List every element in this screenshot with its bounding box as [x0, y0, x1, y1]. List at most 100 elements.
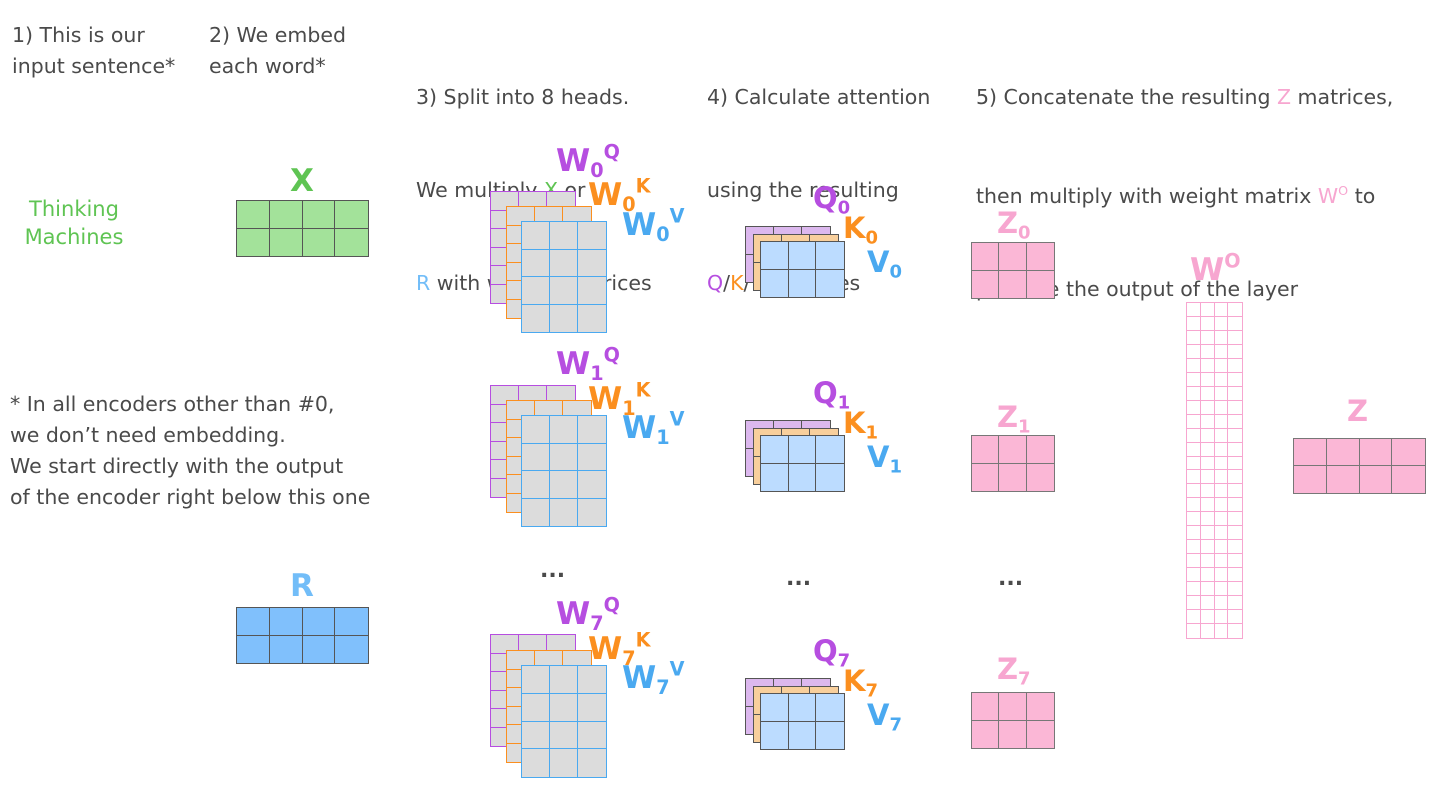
matrix-cell [237, 201, 270, 229]
matrix-cell [1200, 582, 1215, 597]
z-head-7-label: Z7 [997, 652, 1031, 690]
q-head-1-label: Q1 [813, 376, 851, 414]
matrix-cell [1214, 610, 1229, 625]
matrix-cell [578, 722, 606, 750]
k-head-0-label: K0 [843, 211, 878, 249]
matrix-cell [1214, 414, 1229, 429]
matrix-cell [1200, 512, 1215, 527]
matrix-cell [972, 693, 1000, 721]
matrix-cell [578, 666, 606, 694]
matrix-cell [550, 443, 578, 471]
matrix-cell [1200, 428, 1215, 443]
matrix-cell [1228, 582, 1242, 597]
matrix-cell [1200, 330, 1215, 345]
matrix-cell [1200, 484, 1215, 499]
matrix-cell [1201, 624, 1215, 638]
matrix-cell [1228, 554, 1242, 569]
r-label: R [290, 568, 314, 604]
matrix-cell [1187, 470, 1201, 485]
matrix-cell [522, 749, 550, 777]
matrix-cell [1200, 303, 1215, 317]
matrix-cell [999, 243, 1027, 271]
matrix-cell [550, 749, 578, 777]
matrix-cell [1214, 428, 1229, 443]
matrix-cell [550, 471, 578, 499]
matrix-cell [999, 720, 1027, 748]
matrix-cell [1026, 243, 1054, 271]
matrix-cell [972, 436, 1000, 464]
matrix-cell [1228, 470, 1242, 485]
step-1-caption: 1) This is our input sentence* [12, 23, 176, 78]
matrix-cell [1214, 330, 1229, 345]
matrix-cell [1228, 331, 1242, 345]
step-2-caption: 2) We embed each word* [209, 23, 346, 78]
matrix-cell [1027, 271, 1054, 299]
matrix-cell [302, 608, 336, 636]
matrix-cell [1214, 344, 1229, 359]
matrix-cell [1294, 466, 1327, 493]
matrix-cell [1214, 484, 1229, 499]
wk-head-0-label: W0K [588, 174, 651, 216]
matrix-cell [578, 250, 606, 277]
matrix-cell [1187, 568, 1201, 583]
matrix-cell [1200, 442, 1215, 457]
matrix-cell [1214, 554, 1229, 569]
matrix-cell [816, 722, 844, 750]
matrix-cell [1200, 470, 1215, 485]
matrix-cell [1228, 373, 1242, 387]
matrix-cell [1187, 372, 1201, 387]
matrix-cell [550, 721, 578, 750]
step-5-caption: 5) Concatenate the resulting Z matrices,… [976, 85, 1394, 301]
matrix-cell [522, 498, 550, 526]
matrix-cell [1187, 316, 1201, 331]
matrix-cell [816, 436, 844, 464]
matrix-cell [269, 201, 303, 229]
wo-label: WO [1190, 249, 1241, 288]
wv-head-0-label: W0V [622, 204, 685, 246]
matrix-cell [1187, 596, 1201, 611]
footnote: * In all encoders other than #0, we don’… [10, 392, 371, 509]
matrix-cell [1228, 387, 1242, 401]
matrix-cell [1187, 484, 1201, 499]
matrix-cell [522, 443, 550, 471]
matrix-cell [1228, 498, 1242, 513]
wv-head-1-matrix [521, 415, 607, 527]
matrix-cell [335, 229, 368, 257]
matrix-cell [1214, 456, 1229, 471]
matrix-cell [550, 416, 578, 444]
matrix-cell [1187, 512, 1201, 527]
matrix-cell [491, 386, 519, 405]
wo-weight-matrix [1186, 302, 1243, 639]
matrix-cell [1200, 526, 1215, 541]
matrix-cell [270, 635, 303, 663]
matrix-cell [302, 201, 336, 229]
matrix-cell [1326, 439, 1360, 466]
matrix-cell [1228, 345, 1242, 359]
matrix-cell [789, 269, 817, 297]
matrix-cell [1392, 466, 1425, 493]
matrix-cell [578, 471, 606, 499]
matrix-cell [1187, 400, 1201, 415]
matrix-cell [1200, 610, 1215, 625]
v-head-1-matrix [760, 435, 845, 492]
matrix-cell [578, 222, 606, 250]
matrix-cell [999, 463, 1027, 491]
matrix-cell [522, 693, 550, 722]
v-head-1-label: V1 [867, 440, 902, 478]
v-head-7-matrix [760, 693, 845, 750]
matrix-cell [999, 270, 1027, 298]
matrix-cell [788, 694, 817, 722]
matrix-cell [1187, 624, 1201, 638]
matrix-cell [522, 721, 550, 750]
matrix-cell [578, 305, 606, 333]
matrix-cell [1027, 721, 1054, 749]
matrix-cell [1200, 344, 1215, 359]
matrix-cell [1392, 439, 1425, 466]
z-head-0-label: Z0 [997, 206, 1031, 244]
wv-head-0-matrix [521, 221, 607, 333]
r-encoder-output-matrix [236, 607, 369, 664]
wk-head-1-label: W1K [588, 378, 651, 420]
matrix-cell [1187, 344, 1201, 359]
matrix-cell [1200, 400, 1215, 415]
matrix-cell [1228, 526, 1242, 541]
